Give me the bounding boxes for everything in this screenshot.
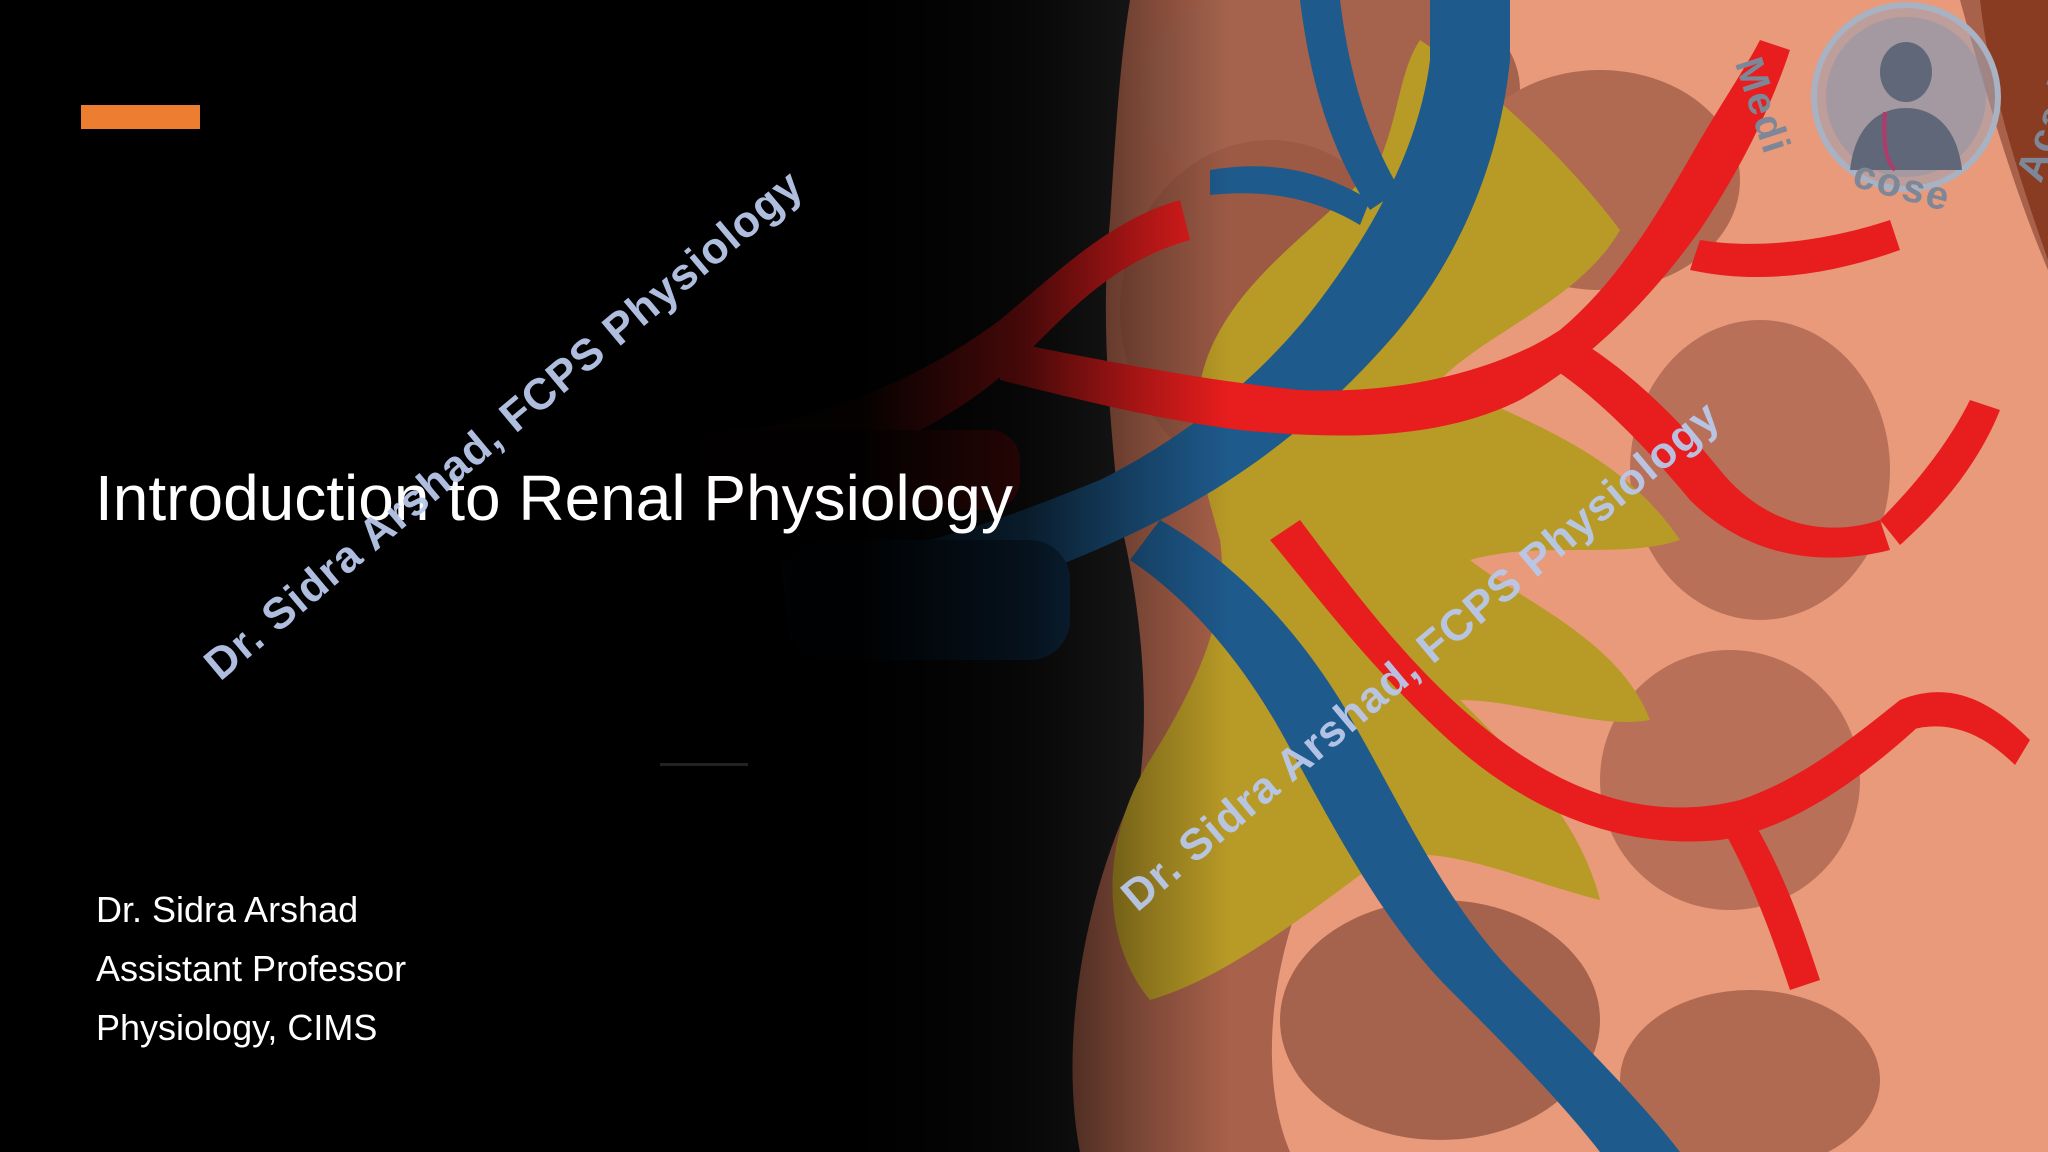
divider-line [660, 763, 748, 766]
slide-title: Introduction to Renal Physiology [95, 462, 1013, 534]
author-department: Physiology, CIMS [96, 1007, 378, 1048]
author-position: Assistant Professor [96, 948, 407, 989]
author-name: Dr. Sidra Arshad [96, 889, 359, 930]
medicose-academics-logo-icon [1811, 2, 2001, 192]
author-block: Dr. Sidra Arshad Assistant Professor Phy… [96, 880, 406, 1057]
accent-bar [81, 105, 200, 129]
